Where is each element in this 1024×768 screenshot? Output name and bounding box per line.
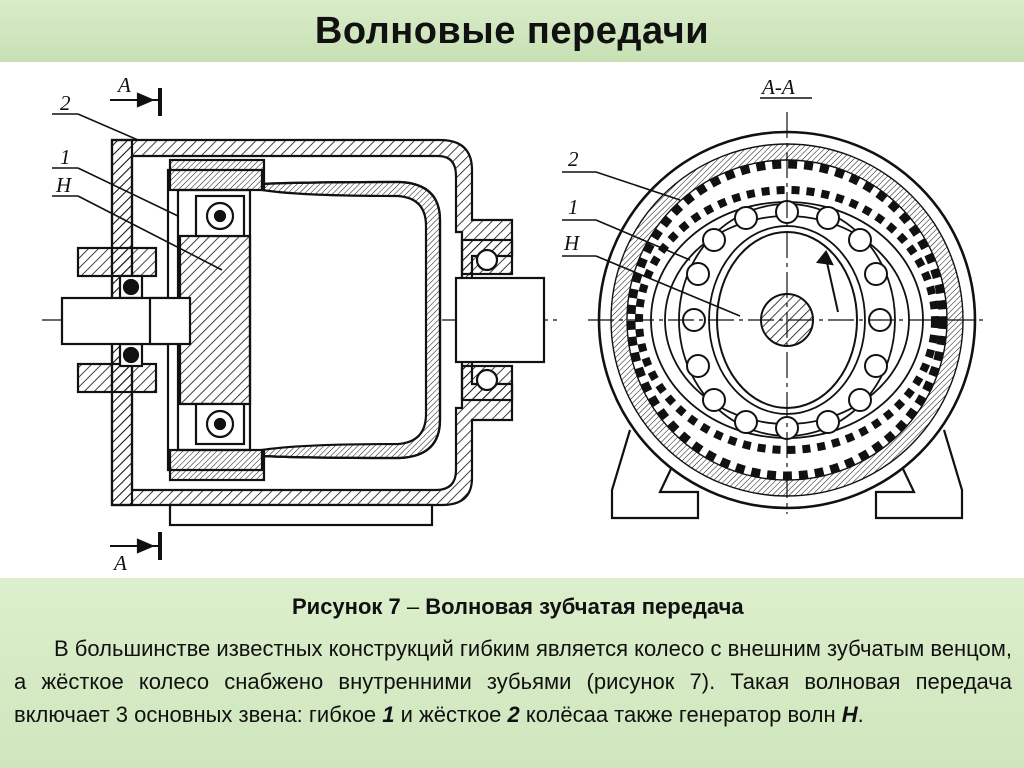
left-section-view [42,88,562,560]
para-h: Н [841,702,858,727]
caption-number: Рисунок 7 [292,594,401,619]
label-left-1: 1 [60,145,71,169]
figure-area: А А 2 1 Н [0,62,1024,578]
label-left-h: Н [55,173,73,197]
output-shaft [454,276,546,364]
para-part2: и жёсткое [394,702,508,727]
label-section-view: А-А [760,75,795,99]
para-part4: . [857,702,864,727]
caption-text: Волновая зубчатая передача [425,594,744,619]
caption-dash: – [400,594,426,619]
para-part1: В большинстве известных конструкций гибк… [14,636,1012,727]
label-left-2: 2 [60,91,71,115]
para-part3: колёсаа также генератор волн [519,702,842,727]
right-section-view [562,97,986,520]
label-section-bottom: А [112,551,127,575]
label-right-h: Н [563,231,581,255]
para-num1: 1 [382,702,395,727]
page-title: Волновые передачи [314,10,710,52]
label-right-2: 2 [568,147,579,171]
text-panel: Рисунок 7 – Волновая зубчатая передача В… [0,578,1024,768]
label-right-1: 1 [568,195,579,219]
figure-caption: Рисунок 7 – Волновая зубчатая передача [292,594,744,620]
para-num2: 2 [507,702,520,727]
wave-gear-drawing: А А 2 1 Н [42,73,986,575]
title-bar: Волновые передачи [0,0,1024,62]
body-paragraph: В большинстве известных конструкций гибк… [14,632,1012,731]
label-section-top: А [116,73,131,97]
